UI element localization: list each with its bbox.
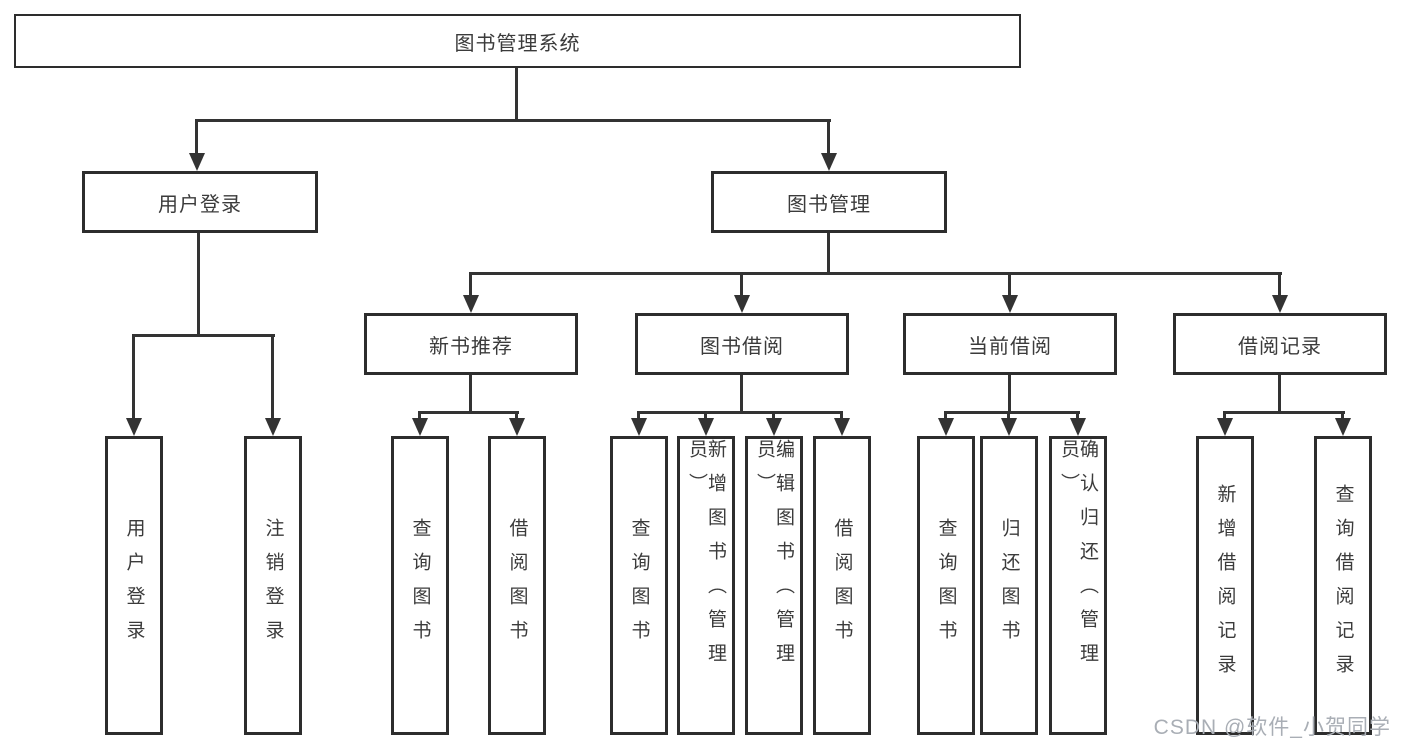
leaf-borrow-books-borrowing: 借阅图书: [813, 436, 871, 735]
node-book-borrowing: 图书借阅: [635, 313, 849, 375]
connector-line: [704, 411, 707, 419]
leaf-return-book: 归还图书: [980, 436, 1038, 735]
leaf-logout: 注销登录: [244, 436, 302, 735]
connector-line: [469, 375, 472, 413]
connector-line: [740, 272, 743, 296]
arrow-down: [265, 418, 281, 436]
connector-line: [944, 411, 947, 419]
arrow-down: [126, 418, 142, 436]
node-current-borrowing: 当前借阅: [903, 313, 1117, 375]
connector-line: [840, 411, 843, 419]
connector-line: [1341, 411, 1344, 419]
arrow-down: [463, 295, 479, 313]
connector-line: [1007, 411, 1010, 419]
arrow-down: [1335, 418, 1351, 436]
connector-line: [469, 272, 1282, 275]
connector-line: [469, 272, 472, 296]
connector-line: [1223, 411, 1345, 414]
connector-line: [418, 411, 421, 419]
arrow-down: [1001, 418, 1017, 436]
arrow-down: [766, 418, 782, 436]
leaf-add-borrow-record: 新增借阅记录: [1196, 436, 1254, 735]
leaf-query-books-borrowing: 查询图书: [610, 436, 668, 735]
connector-line: [418, 411, 519, 414]
connector-line: [944, 411, 1080, 414]
arrow-down: [938, 418, 954, 436]
connector-line: [827, 119, 830, 154]
connector-line: [1278, 272, 1281, 296]
connector-line: [637, 411, 640, 419]
arrow-down: [834, 418, 850, 436]
arrow-down: [821, 153, 837, 171]
connector-line: [195, 119, 198, 154]
connector-line: [271, 334, 274, 418]
connector-line: [637, 411, 843, 414]
leaf-query-books-recommend: 查询图书: [391, 436, 449, 735]
arrow-down: [1217, 418, 1233, 436]
connector-line: [827, 233, 830, 274]
connector-line: [1008, 375, 1011, 413]
node-library-management-system: 图书管理系统: [14, 14, 1021, 68]
arrow-down: [1070, 418, 1086, 436]
arrow-down: [509, 418, 525, 436]
arrow-down: [412, 418, 428, 436]
leaf-user-login: 用户登录: [105, 436, 163, 735]
connector-line: [1223, 411, 1226, 419]
node-borrowing-records: 借阅记录: [1173, 313, 1387, 375]
arrow-down: [734, 295, 750, 313]
arrow-down: [698, 418, 714, 436]
arrow-down: [1002, 295, 1018, 313]
connector-line: [740, 375, 743, 413]
connector-line: [132, 334, 275, 337]
node-book-management: 图书管理: [711, 171, 947, 233]
connector-line: [197, 233, 200, 336]
connector-line: [1278, 375, 1281, 413]
node-user-login: 用户登录: [82, 171, 318, 233]
node-new-book-recommendation: 新书推荐: [364, 313, 578, 375]
leaf-query-books-current: 查询图书: [917, 436, 975, 735]
arrow-down: [631, 418, 647, 436]
connector-line: [515, 68, 518, 121]
leaf-edit-book-admin: 编辑图书（管理员）: [745, 436, 803, 735]
connector-line: [772, 411, 775, 419]
connector-line: [1076, 411, 1079, 419]
csdn-watermark: CSDN @软件_小贺同学: [1153, 716, 1391, 739]
leaf-borrow-books-recommend: 借阅图书: [488, 436, 546, 735]
arrow-down: [1272, 295, 1288, 313]
leaf-query-borrow-record: 查询借阅记录: [1314, 436, 1372, 735]
connector-line: [515, 411, 518, 419]
connector-line: [132, 334, 135, 418]
connector-line: [195, 119, 831, 122]
connector-line: [1008, 272, 1011, 296]
arrow-down: [189, 153, 205, 171]
leaf-confirm-return-admin: 确认归还（管理员）: [1049, 436, 1107, 735]
leaf-add-book-admin: 新增图书（管理员）: [677, 436, 735, 735]
